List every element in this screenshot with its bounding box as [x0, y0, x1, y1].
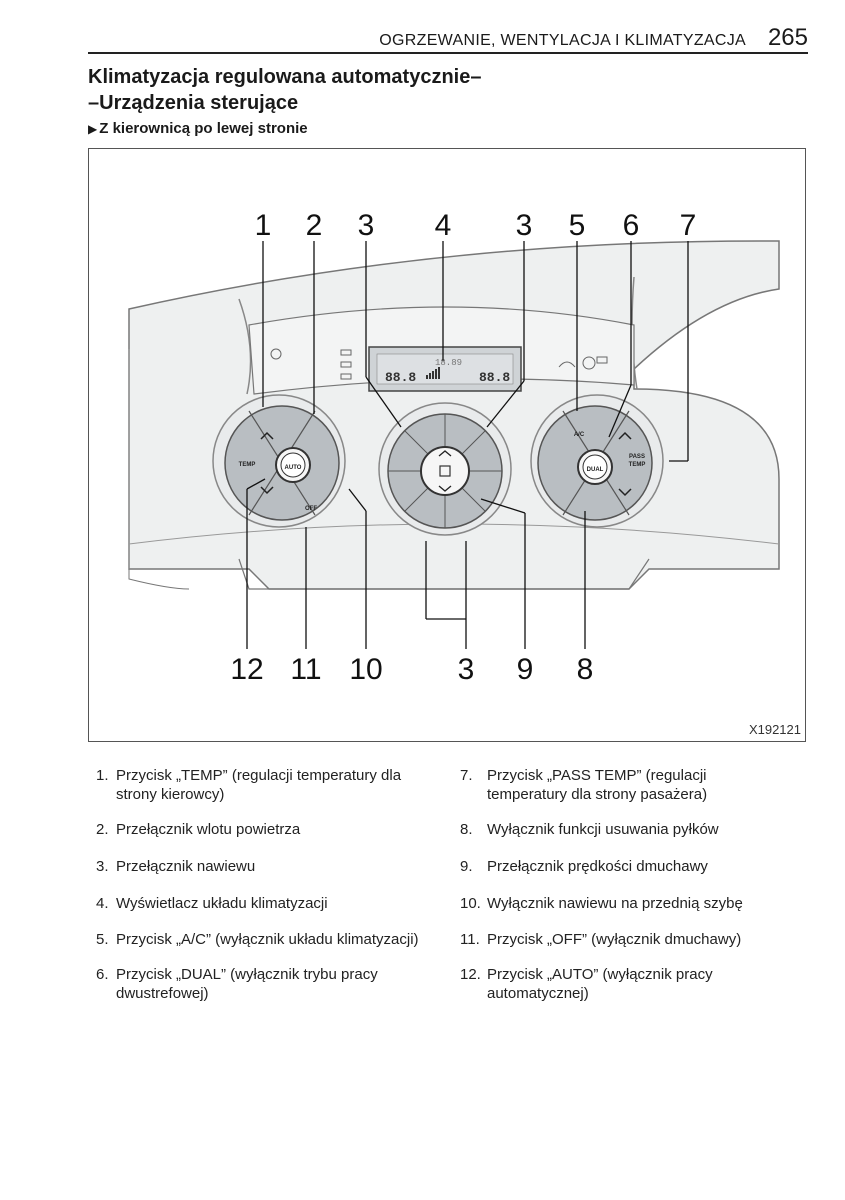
list-item: 10.Wyłącznik nawiewu na przednią szybę [460, 895, 743, 912]
callout-12: 12 [230, 653, 263, 686]
callout-3a: 3 [358, 209, 375, 242]
dual-button-label: DUAL [587, 467, 604, 473]
pass-temp-label-1: PASS [629, 454, 645, 460]
list-item: 7.Przycisk „PASS TEMP” (regulacji temper… [460, 767, 708, 803]
legend-list-right: 7.Przycisk „PASS TEMP” (regulacji temper… [460, 766, 790, 1003]
callout-7: 7 [680, 209, 697, 242]
callout-5: 5 [569, 209, 586, 242]
callout-10: 10 [349, 653, 382, 686]
list-item: 6.Przycisk „DUAL” (wyłącznik trybu pracy… [96, 966, 378, 1002]
list-item: 5.Przycisk „A/C” (wyłącznik układu klima… [96, 931, 419, 948]
callout-11: 11 [290, 653, 321, 686]
callout-3b: 3 [516, 209, 533, 242]
callout-9: 9 [517, 653, 534, 686]
callout-6: 6 [623, 209, 640, 242]
list-item: 8.Wyłącznik funkcji usuwania pyłków [460, 821, 719, 838]
running-title: OGRZEWANIE, WENTYLACJA I KLIMATYZACJA [379, 32, 746, 49]
triangle-marker-icon: ▶ [88, 122, 98, 136]
page-title: Klimatyzacja regulowana automatycznie– –… [88, 64, 481, 116]
legend-list-left: 1.Przycisk „TEMP” (regulacji temperatury… [96, 766, 441, 1003]
control-panel-figure: 88.8 88.8 18.89 AUTO TEMP OFF [88, 148, 806, 742]
page-number: 265 [767, 24, 808, 51]
callout-8: 8 [577, 653, 594, 686]
page-title-line-1: Klimatyzacja regulowana automatycznie– [88, 66, 482, 88]
display-left-temp: 88.8 [385, 370, 416, 385]
ac-button-label: A/C [574, 432, 585, 438]
subheading: ▶Z kierownicą po lewej stronie [88, 120, 308, 137]
running-header: OGRZEWANIE, WENTYLACJA I KLIMATYZACJA 26… [88, 24, 808, 54]
temp-button-label: TEMP [239, 462, 256, 468]
callout-3c: 3 [458, 653, 475, 686]
control-panel-illustration: 88.8 88.8 18.89 AUTO TEMP OFF [128, 209, 780, 686]
list-item: 2.Przełącznik wlotu powietrza [96, 821, 301, 838]
list-item: 11.Przycisk „OFF” (wyłącznik dmuchawy) [460, 931, 742, 948]
list-item: 4.Wyświetlacz układu klimatyzacji [96, 895, 328, 912]
list-item: 9.Przełącznik prędkości dmuchawy [460, 858, 708, 875]
off-button-label: OFF [305, 506, 317, 512]
list-item: 12.Przycisk „AUTO” (wyłącznik pracy auto… [460, 966, 713, 1002]
display-top-readout: 18.89 [435, 358, 462, 368]
callout-4: 4 [435, 209, 452, 242]
pass-temp-label-2: TEMP [629, 462, 646, 468]
list-item: 3.Przełącznik nawiewu [96, 858, 256, 875]
callout-2: 2 [306, 209, 323, 242]
list-item: 1.Przycisk „TEMP” (regulacji temperatury… [96, 767, 402, 803]
subheading-text: Z kierownicą po lewej stronie [99, 120, 308, 137]
callout-1: 1 [255, 209, 272, 242]
auto-button-label: AUTO [285, 465, 302, 471]
figure-code: X192121 [748, 722, 801, 737]
display-right-temp: 88.8 [479, 370, 510, 385]
page-title-line-2: –Urządzenia sterujące [88, 92, 299, 114]
